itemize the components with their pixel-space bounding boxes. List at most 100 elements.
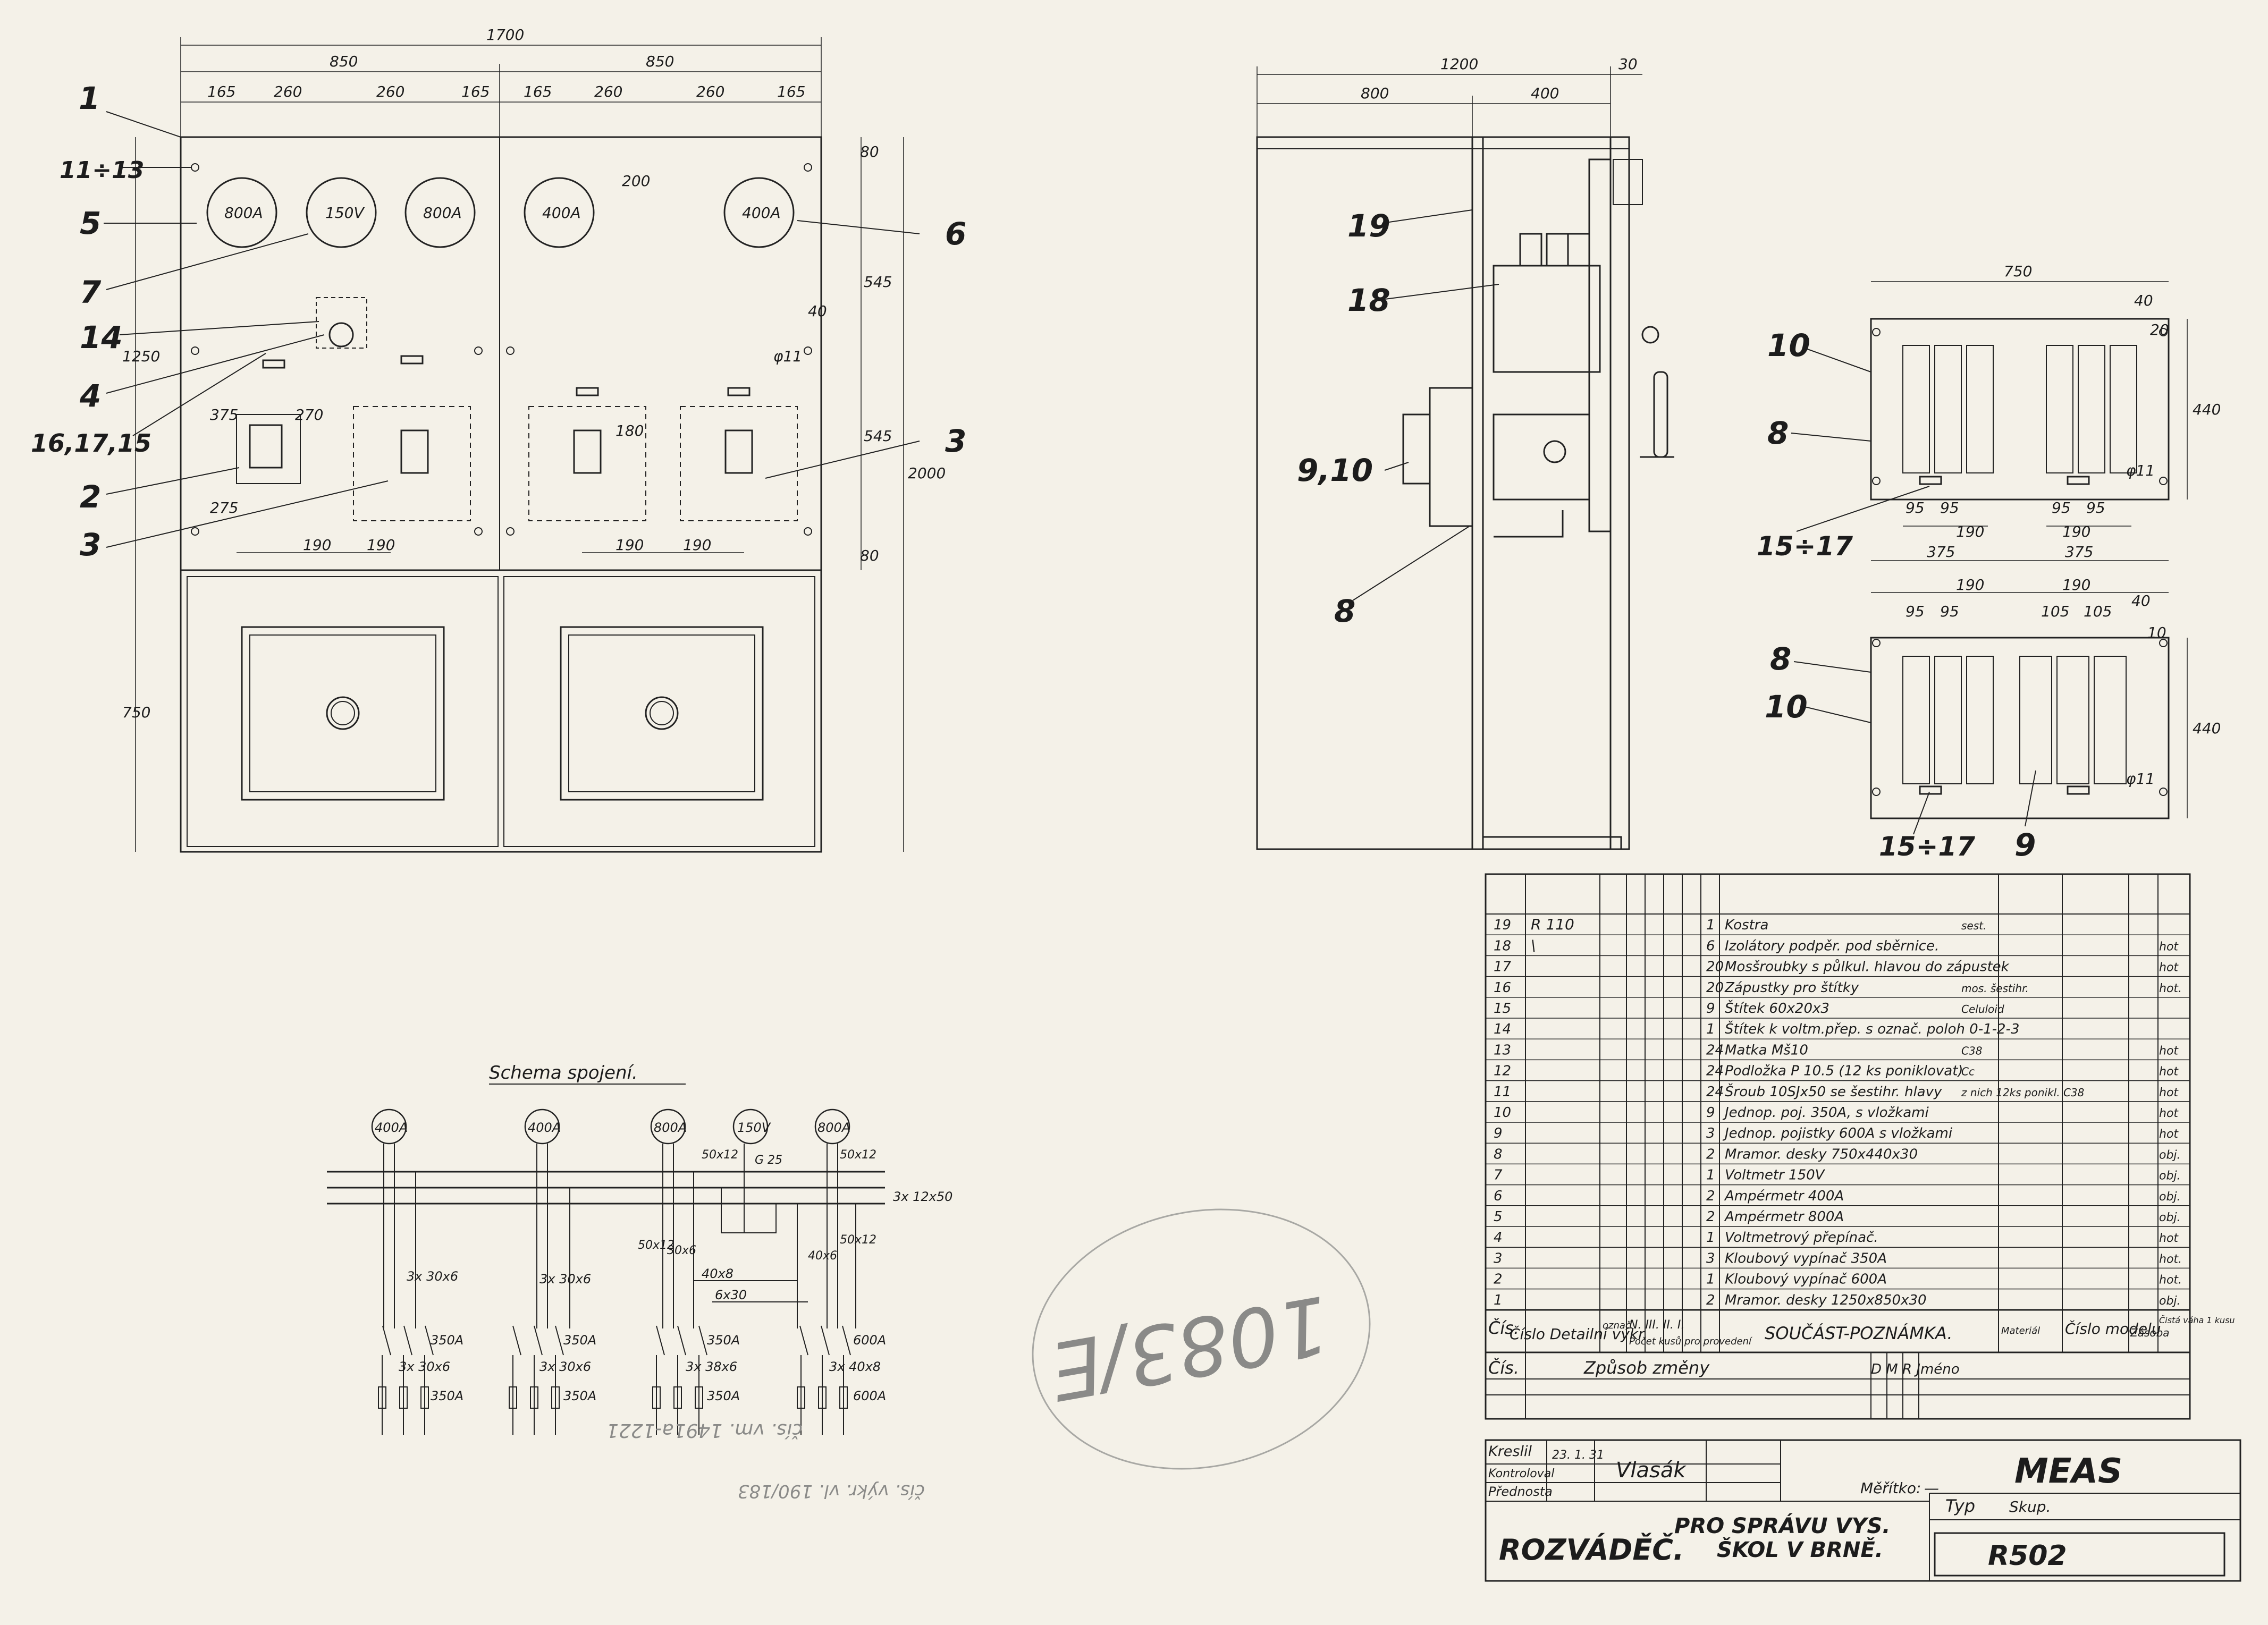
dim-190: 190 xyxy=(1956,523,1984,540)
parts-cell-no: 3 xyxy=(1494,1250,1503,1266)
callout-3: 3 xyxy=(80,527,101,563)
dim-260: 260 xyxy=(696,83,724,100)
parts-cell-material: mos. šestihr. xyxy=(1961,982,2029,995)
dim-260: 260 xyxy=(274,83,302,100)
parts-cell-name: Šroub 10SJx50 se šestihr. hlavy xyxy=(1725,1083,1942,1100)
callout-1: 1 xyxy=(79,80,100,116)
dim-95: 95 xyxy=(2086,499,2105,517)
parts-cell-no: 8 xyxy=(1494,1146,1503,1162)
pencil-note: čís. vm. 1491a-1221 xyxy=(606,1419,803,1441)
callout-10: 10 xyxy=(1765,689,1808,725)
parts-cell-name: Voltmetr 150V xyxy=(1725,1167,1826,1183)
header-cislo-modelu: Číslo modelu xyxy=(2065,1319,2161,1338)
changes-header-cis: Čís. xyxy=(1488,1357,1519,1378)
parts-cell-name: Podložka P 10.5 (12 ks poniklovat) xyxy=(1725,1063,1963,1079)
parts-cell-no: 6 xyxy=(1494,1188,1503,1204)
schema-label: 350A xyxy=(707,1333,740,1348)
callout-7: 7 xyxy=(80,274,102,310)
gauge-150v-label: 150V xyxy=(325,204,365,222)
schema-label: 350A xyxy=(431,1389,463,1403)
parts-cell-name: Štítek k voltm.přep. s označ. poloh 0-1-… xyxy=(1725,1020,2019,1037)
header-cis: Čís. xyxy=(1488,1317,1519,1338)
callout-5: 5 xyxy=(80,205,101,241)
parts-cell-qty: 1 xyxy=(1706,1021,1715,1037)
parts-cell-name: Ampérmetr 400A xyxy=(1724,1188,1844,1204)
header-material: Materiál xyxy=(2001,1325,2040,1336)
schema-label: 3x 12x50 xyxy=(893,1189,952,1204)
parts-cell-qty: 20 xyxy=(1706,959,1724,975)
parts-cell-qty: 24 xyxy=(1706,1084,1724,1100)
changes-header-jmeno: D M R Jméno xyxy=(1871,1361,1960,1377)
side-view xyxy=(1256,66,1674,850)
title-block xyxy=(1485,1439,2241,1582)
dim-180: 180 xyxy=(616,422,644,439)
side-labels: 1200 30 800 400 19 18 9,10 8 xyxy=(1297,55,1638,629)
parts-cell-qty: 2 xyxy=(1706,1209,1715,1225)
parts-cell-qty: 1 xyxy=(1706,1230,1715,1246)
callout-19: 19 xyxy=(1347,208,1390,244)
parts-cell-no: 2 xyxy=(1494,1272,1503,1288)
callout-8: 8 xyxy=(1334,593,1355,629)
parts-cell-qty: 20 xyxy=(1706,980,1724,996)
pencil-note: čís. výkr. vl. 190/183 xyxy=(738,1480,925,1502)
label-kreslil: Kreslil xyxy=(1488,1443,1532,1460)
dim-260: 260 xyxy=(594,83,622,100)
label-kontroloval: Kontroloval xyxy=(1488,1467,1554,1480)
parts-cell-note: hot xyxy=(2159,1086,2179,1099)
schema-label: 50x12 xyxy=(840,1148,876,1162)
parts-cell-name: Kostra xyxy=(1725,917,1768,933)
dim-80: 80 xyxy=(860,143,879,160)
dim-270: 270 xyxy=(295,406,323,424)
meter-label: 400A xyxy=(375,1120,408,1135)
panel-details xyxy=(1791,281,2188,835)
parts-cell-no: 5 xyxy=(1494,1209,1503,1225)
callout-9: 9 xyxy=(2014,827,2036,863)
parts-cell-no: 1 xyxy=(1494,1292,1503,1308)
schema-label: 3x 30x6 xyxy=(407,1269,458,1284)
parts-cell-material: Cc xyxy=(1961,1065,1975,1078)
client-line-1: PRO SPRÁVU VYS. xyxy=(1674,1513,1891,1538)
parts-cell-note: hot. xyxy=(2159,1274,2182,1287)
parts-cell-no: 16 xyxy=(1494,980,1511,996)
dim-30: 30 xyxy=(1618,55,1638,73)
parts-cell-qty: 24 xyxy=(1706,1042,1724,1058)
parts-cell-name: Jednop. poj. 350A, s vložkami xyxy=(1722,1105,1929,1121)
parts-cell-qty: 1 xyxy=(1706,1167,1715,1183)
parts-cell-name: Mramor. desky 750x440x30 xyxy=(1725,1146,1918,1162)
dim-2000: 2000 xyxy=(908,464,946,482)
parts-cell-note: hot xyxy=(2159,961,2179,975)
dim-750: 750 xyxy=(2004,263,2032,280)
dim-750: 750 xyxy=(122,704,150,721)
parts-cell-qty: 3 xyxy=(1706,1125,1715,1141)
parts-cell-qty: 24 xyxy=(1706,1063,1724,1079)
dim-105: 105 xyxy=(2041,603,2069,620)
drawn-date: 23. 1. 31 xyxy=(1552,1449,1604,1462)
front-view xyxy=(104,37,920,853)
dim-1700: 1700 xyxy=(486,26,524,44)
parts-cell-no: 13 xyxy=(1494,1042,1511,1058)
schema-label: 50x12 xyxy=(840,1233,876,1247)
parts-cell-name: Matka Mš10 xyxy=(1725,1042,1808,1058)
parts-cell-name: Mramor. desky 1250x850x30 xyxy=(1725,1292,1927,1308)
dim-40: 40 xyxy=(2131,592,2151,610)
dim-375: 375 xyxy=(210,406,238,424)
dim-1200: 1200 xyxy=(1440,55,1478,73)
client-line-2: ŠKOL V BRNĚ. xyxy=(1717,1536,1883,1562)
parts-cell-qty: 9 xyxy=(1706,1105,1715,1121)
gauge-800a-label: 800A xyxy=(224,204,263,222)
label-skup: Skup. xyxy=(2009,1498,2051,1516)
schema-label: 40x6 xyxy=(808,1249,837,1263)
dim-165: 165 xyxy=(777,83,805,100)
dim-545: 545 xyxy=(864,427,892,445)
dim-375: 375 xyxy=(1927,543,1955,561)
callout-2: 2 xyxy=(80,479,101,515)
parts-cell-no: 18 xyxy=(1494,938,1511,954)
schema-label: 350A xyxy=(707,1389,740,1403)
drawing-number: R502 xyxy=(1988,1540,2067,1572)
parts-cell-material: Celuloid xyxy=(1961,1003,2004,1015)
schema-label: 30x6 xyxy=(667,1244,696,1257)
dim-40: 40 xyxy=(808,302,827,320)
schema-label: 350A xyxy=(563,1333,596,1348)
